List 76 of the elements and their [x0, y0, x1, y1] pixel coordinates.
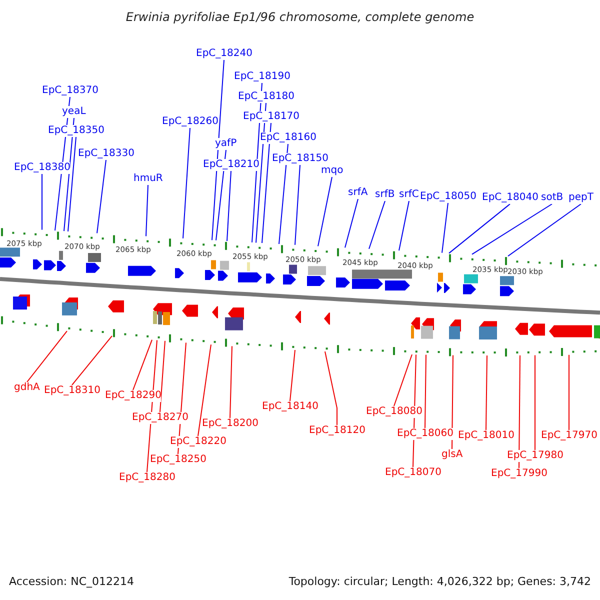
leader-line	[146, 184, 148, 237]
leader-line	[72, 335, 112, 386]
leader-line	[278, 144, 288, 244]
gene-label: EpC_18250	[150, 454, 206, 466]
gene-label: EpC_18350	[48, 125, 104, 137]
leader-line	[226, 170, 232, 242]
gene-label: EpC_18290	[105, 390, 162, 402]
leader-line	[518, 354, 520, 468]
gene-label: EpC_18210	[203, 159, 260, 171]
gene-label: EpC_18220	[170, 436, 226, 448]
gene-label: EpC_17980	[507, 450, 564, 462]
leader-line	[508, 204, 582, 257]
gene-label: EpC_17970	[541, 430, 598, 442]
gene-label: EpC_18070	[385, 467, 442, 479]
title: Erwinia pyrifoliae Ep1/96 chromosome, complete genome	[124, 10, 476, 24]
gene-label: gdhA	[14, 382, 40, 394]
gene-label: srfC	[399, 189, 419, 201]
leader-line	[216, 150, 226, 241]
gene-label: EpC_18260	[162, 116, 218, 128]
gene-label: EpC_18010	[458, 430, 514, 442]
gene-label: yeaL	[62, 106, 86, 118]
gene-label: EpC_18060	[397, 428, 454, 440]
leader-line	[318, 176, 332, 247]
gene-label: EpC_18120	[309, 425, 366, 437]
gene-label: glsA	[442, 449, 463, 461]
gene-label: EpC_18080	[366, 406, 422, 418]
gene-label: EpC_18370	[42, 85, 98, 97]
gene-label: EpC_18310	[44, 385, 100, 397]
gene-label: EpC_17990	[491, 468, 548, 480]
gene-label: sotB	[541, 192, 564, 204]
gene-label: EpC_18040	[482, 192, 538, 204]
gene-label: yafP	[215, 138, 237, 150]
gene-label: EpC_18200	[202, 418, 258, 430]
leader-line	[452, 354, 454, 450]
leader-line	[294, 164, 300, 246]
leader-line	[96, 160, 106, 234]
gene-label: EpC_18140	[262, 401, 318, 413]
leader-line	[290, 350, 296, 402]
leader-line	[472, 204, 552, 255]
footer-text: Topology: circular; Length: 4,026,322 bp; Genes: 3,742	[288, 575, 591, 588]
leader-line	[68, 136, 76, 232]
gene-label: EpC_18240	[196, 48, 252, 60]
gene-label: pepT	[568, 192, 594, 204]
leader-line	[132, 339, 152, 390]
leader-line	[568, 354, 570, 430]
gene-label: EpC_18280	[119, 472, 176, 484]
leader-line	[230, 346, 232, 418]
gene-label: srfA	[348, 187, 368, 199]
leader-line	[160, 340, 166, 412]
gene-label: EpC_18050	[420, 191, 476, 203]
leader-line	[448, 204, 510, 254]
leader-line	[424, 354, 426, 428]
gene-label: EpC_18170	[243, 111, 300, 123]
gene-label: EpC_18150	[272, 153, 328, 165]
gene-label: EpC_18160	[260, 132, 316, 144]
leader-line	[182, 128, 190, 239]
gene-label: EpC_18190	[234, 71, 290, 83]
gene-label: EpC_18180	[238, 91, 294, 103]
leader-line	[262, 122, 272, 244]
gene-label: EpC_18330	[78, 148, 134, 160]
leader-line	[394, 354, 412, 406]
gene-label: EpC_18380	[14, 162, 70, 174]
leader-line	[344, 198, 358, 248]
leader-line	[212, 60, 224, 241]
leader-line	[198, 344, 212, 436]
leader-line	[26, 330, 68, 382]
leader-line	[442, 202, 448, 254]
leader-line	[486, 355, 488, 430]
gene-label: EpC_18270	[132, 412, 188, 424]
leader-line	[368, 200, 386, 250]
footer-text: Accession: NC_012214	[9, 575, 134, 588]
leader-line	[324, 351, 338, 426]
gene-label: mqo	[321, 165, 344, 177]
leader-line	[534, 354, 536, 450]
gene-label: srfB	[375, 189, 395, 201]
leader-line	[398, 200, 410, 251]
